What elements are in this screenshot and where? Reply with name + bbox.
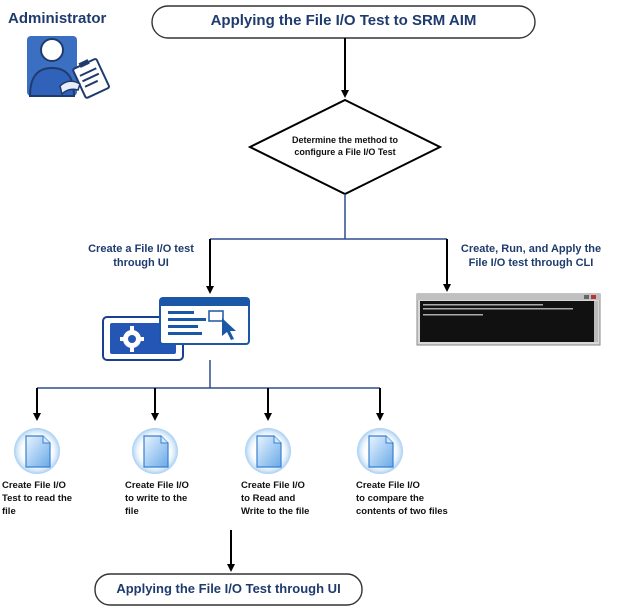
task-document-icon-4: [357, 428, 403, 474]
task-document-icon-3: [245, 428, 291, 474]
task-3-line-3: Write to the file: [241, 506, 310, 517]
task-3-line-2: to Read and: [241, 493, 296, 504]
task-label-2: Create File I/O to write to the file: [125, 479, 225, 518]
task-document-icon-2: [132, 428, 178, 474]
task-1-line-1: Create File I/O: [2, 480, 66, 491]
branch-cli-line-2: File I/O test through CLI: [468, 257, 594, 269]
start-label: Applying the File I/O Test to SRM AIM: [210, 12, 477, 29]
task-label-3: Create File I/O to Read and Write to the…: [241, 479, 341, 518]
task-2-line-3: file: [125, 506, 139, 517]
branch-ui-line-2: through UI: [113, 257, 169, 269]
task-4-line-1: Create File I/O: [356, 480, 420, 491]
start-pill: [151, 5, 536, 39]
task-document-icon-1: [14, 428, 60, 474]
branch-ui-label: Create a File I/O test through UI: [76, 242, 206, 270]
task-label-4: Create File I/O to compare the contents …: [356, 479, 486, 518]
task-2-line-1: Create File I/O: [125, 480, 189, 491]
end-label: Applying the File I/O Test through UI: [116, 581, 341, 596]
command-prompt-window-icon: [416, 293, 601, 346]
task-2-line-2: to write to the: [125, 493, 188, 504]
task-1-line-2: Test to read the: [2, 493, 73, 504]
task-4-line-2: to compare the: [356, 493, 425, 504]
branch-cli-line-1: Create, Run, and Apply the: [460, 243, 602, 255]
role-title: Administrator: [8, 10, 107, 27]
branch-ui-line-1: Create a File I/O test: [88, 243, 194, 255]
task-1-line-3: file: [2, 506, 16, 517]
task-3-line-1: Create File I/O: [241, 480, 305, 491]
task-label-1: Create File I/O Test to read the file: [2, 479, 102, 518]
decision-line-1: Determine the method to: [291, 135, 398, 145]
end-pill: [94, 573, 363, 606]
decision-line-2: configure a File I/O Test: [294, 147, 396, 157]
branch-cli-label: Create, Run, and Apply the File I/O test…: [446, 242, 616, 270]
ui-settings-window-icon: [102, 297, 250, 361]
administrator-clipboard-icon: [27, 36, 110, 99]
task-4-line-3: contents of two files: [356, 506, 448, 517]
decision-text: Determine the method to configure a File…: [268, 134, 422, 158]
